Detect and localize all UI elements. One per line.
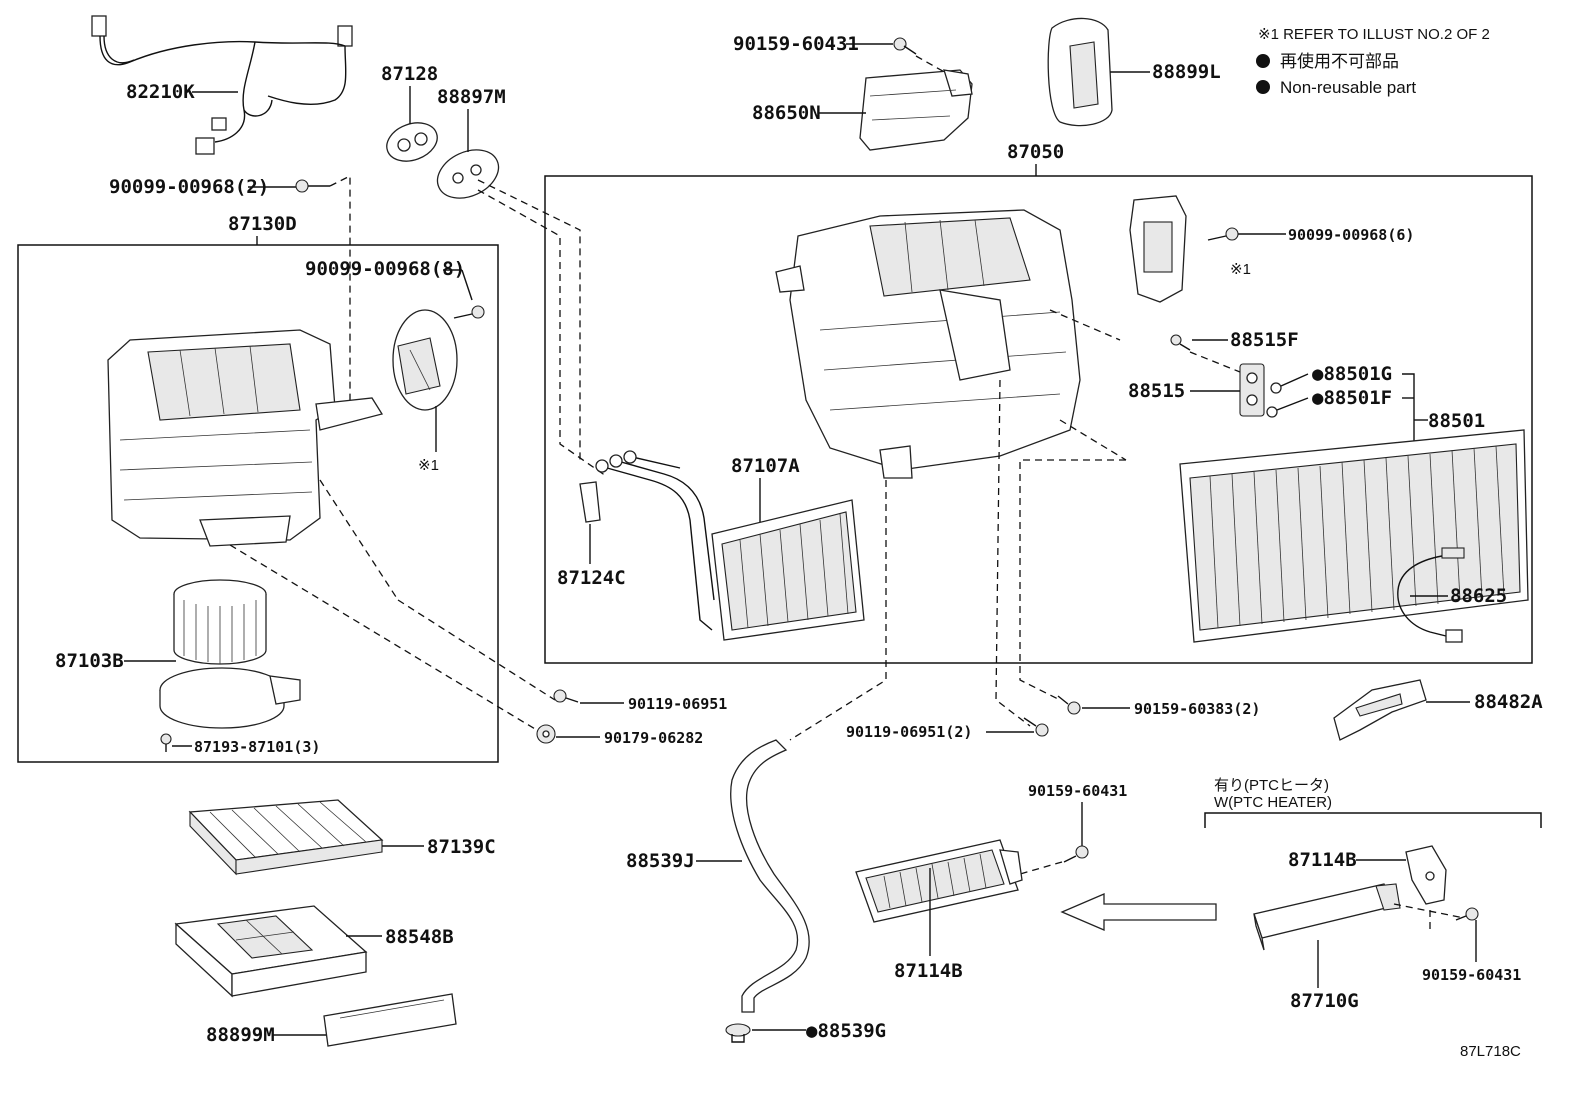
duct-bracket-drawing <box>1333 679 1427 741</box>
ptc-heater-small-drawing <box>1253 883 1401 951</box>
heater-unit-box <box>544 175 1533 664</box>
part-label-88539G[interactable]: ●88539G <box>806 1020 886 1042</box>
note-ptc-jp: 有り(PTCヒータ) <box>1214 777 1329 794</box>
filter-case-drawing <box>174 905 368 998</box>
part-label-87139C[interactable]: 87139C <box>427 836 496 858</box>
part-label-88897M[interactable]: 88897M <box>437 86 506 108</box>
part-label-87114B-ptc[interactable]: 87114B <box>1288 849 1357 871</box>
screw-icon <box>295 179 330 193</box>
seal-plate-drawing <box>436 149 500 199</box>
sensor-cover-drawing <box>1047 17 1113 127</box>
note-non-reusable-jp: 再使用不可部品 <box>1280 51 1399 71</box>
heater-core-drawing <box>595 450 865 641</box>
part-label-90099-00968-2[interactable]: 90099-00968(2) <box>109 176 269 198</box>
blower-motor-drawing <box>159 579 301 729</box>
note-ptc-en: W(PTC HEATER) <box>1214 794 1332 811</box>
part-label-87710G[interactable]: 87710G <box>1290 990 1359 1012</box>
drain-hose-drawing <box>730 739 810 1013</box>
part-label-88501G[interactable]: ●88501G <box>1312 363 1392 385</box>
part-label-90119-06951[interactable]: 90119-06951 <box>628 695 727 713</box>
part-label-90159-60431-mid[interactable]: 90159-60431 <box>1028 782 1127 800</box>
part-label-87124C[interactable]: 87124C <box>557 567 626 589</box>
bolt-icon <box>893 37 917 55</box>
part-label-88482A[interactable]: 88482A <box>1474 691 1543 713</box>
clip-drawing <box>579 481 601 523</box>
part-label-90159-60383[interactable]: 90159-60383(2) <box>1134 700 1260 718</box>
part-label-88899L[interactable]: 88899L <box>1152 61 1221 83</box>
part-label-88501[interactable]: 88501 <box>1428 410 1485 432</box>
ptc-heater-drawing <box>855 839 1023 923</box>
part-label-90119-06951-2[interactable]: 90119-06951(2) <box>846 723 972 741</box>
screw-icon <box>1207 227 1239 241</box>
part-label-87103B[interactable]: 87103B <box>55 650 124 672</box>
servo-motor-drawing <box>1129 195 1187 303</box>
bolt-icon <box>1170 334 1191 351</box>
part-label-88625[interactable]: 88625 <box>1450 585 1507 607</box>
illustration-code: 87L718C <box>1460 1043 1521 1060</box>
drain-cap-drawing <box>725 1023 751 1043</box>
part-label-87130D[interactable]: 87130D <box>228 213 297 235</box>
part-label-90099-00968-8[interactable]: 90099-00968(8) <box>305 258 465 280</box>
bolt-icon <box>1023 717 1049 737</box>
part-label-88650N[interactable]: 88650N <box>752 102 821 124</box>
bolt-icon <box>1455 907 1479 921</box>
part-label-88501F[interactable]: ●88501F <box>1312 387 1392 409</box>
part-label-88548B[interactable]: 88548B <box>385 926 454 948</box>
part-label-82210K[interactable]: 82210K <box>126 81 195 103</box>
screw-icon <box>160 733 172 752</box>
washer-icon <box>536 724 556 744</box>
ptc-heater-bracket <box>1204 812 1542 828</box>
part-label-90179-06282[interactable]: 90179-06282 <box>604 729 703 747</box>
bolt-icon <box>1063 845 1089 863</box>
bolt-icon <box>1057 695 1081 715</box>
o-ring-icon <box>1266 382 1282 418</box>
part-label-90099-00968-6[interactable]: 90099-00968(6) <box>1288 226 1414 244</box>
part-label-88515[interactable]: 88515 <box>1128 380 1185 402</box>
blower-case-drawing <box>107 329 384 547</box>
note-refer: ※1 REFER TO ILLUST NO.2 OF 2 <box>1258 26 1490 43</box>
blower-unit-box <box>17 244 499 763</box>
ref-mark-1-right: ※1 <box>1230 261 1251 278</box>
evaporator-drawing <box>1179 429 1529 643</box>
temp-sensor-drawing <box>1397 547 1465 643</box>
part-label-87114B-main[interactable]: 87114B <box>894 960 963 982</box>
part-label-88515F[interactable]: 88515F <box>1230 329 1299 351</box>
part-label-88899M[interactable]: 88899M <box>206 1024 275 1046</box>
bullet-icon <box>1256 80 1270 94</box>
bullet-icon <box>1256 54 1270 68</box>
expansion-valve-drawing <box>1239 363 1265 417</box>
ptc-bracket-drawing <box>1405 845 1447 905</box>
part-label-90159-60431-top[interactable]: 90159-60431 <box>733 33 859 55</box>
filter-cover-drawing <box>323 993 457 1047</box>
amplifier-bracket-drawing <box>859 69 973 151</box>
note-non-reusable-en: Non-reusable part <box>1280 78 1416 97</box>
blower-resistor-drawing <box>392 309 458 411</box>
heater-case-drawing <box>775 209 1081 479</box>
wire-harness-drawing <box>91 15 353 155</box>
part-label-87128[interactable]: 87128 <box>381 63 438 85</box>
screw-icon <box>453 305 485 319</box>
part-label-87193-87101[interactable]: 87193-87101(3) <box>194 738 320 756</box>
part-label-88539J[interactable]: 88539J <box>626 850 695 872</box>
grommet-drawing <box>386 122 438 162</box>
part-label-87107A[interactable]: 87107A <box>731 455 800 477</box>
cabin-filter-drawing <box>188 799 384 876</box>
part-label-87050[interactable]: 87050 <box>1007 141 1064 163</box>
bolt-icon <box>553 689 579 703</box>
ref-mark-1-left: ※1 <box>418 457 439 474</box>
part-label-90159-60431-ptc[interactable]: 90159-60431 <box>1422 966 1521 984</box>
replacement-arrow-icon <box>1060 893 1217 931</box>
